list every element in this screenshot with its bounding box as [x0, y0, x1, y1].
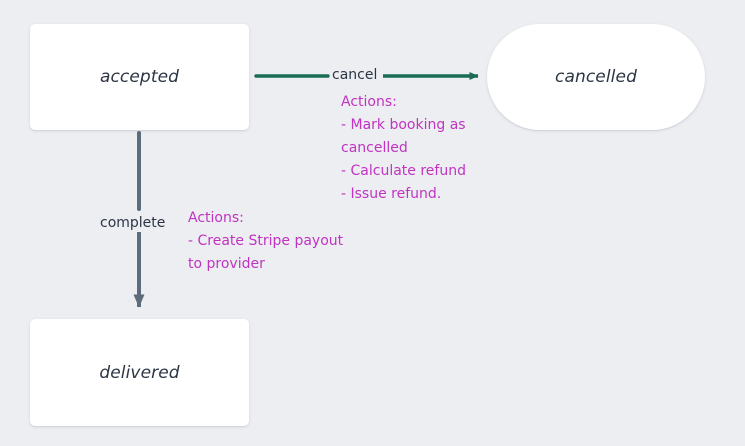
state-node-cancelled-label: cancelled — [555, 67, 637, 87]
annotation-heading: Actions: — [188, 210, 244, 226]
annotation-line: cancelled — [341, 140, 408, 156]
annotation-heading: Actions: — [341, 94, 397, 110]
annotation-line: - Issue refund. — [341, 186, 442, 202]
state-node-delivered-label: delivered — [99, 362, 180, 383]
state-node-delivered[interactable]: delivered — [30, 319, 249, 426]
annotation-line: - Mark booking as — [341, 117, 466, 133]
state-node-accepted-label: accepted — [99, 67, 180, 87]
edge-label-complete: complete — [100, 215, 166, 231]
edge-label-cancel: cancel — [332, 67, 378, 83]
annotation-complete-actions: Actions: - Create Stripe payout to provi… — [188, 207, 343, 276]
state-node-cancelled[interactable]: cancelled — [487, 24, 705, 130]
annotation-line: - Create Stripe payout — [188, 233, 344, 249]
state-node-accepted[interactable]: accepted — [30, 24, 249, 130]
annotation-cancel-actions: Actions: - Mark booking as cancelled - C… — [341, 91, 466, 206]
annotation-line: to provider — [188, 256, 265, 272]
annotation-line: - Calculate refund — [341, 163, 466, 179]
